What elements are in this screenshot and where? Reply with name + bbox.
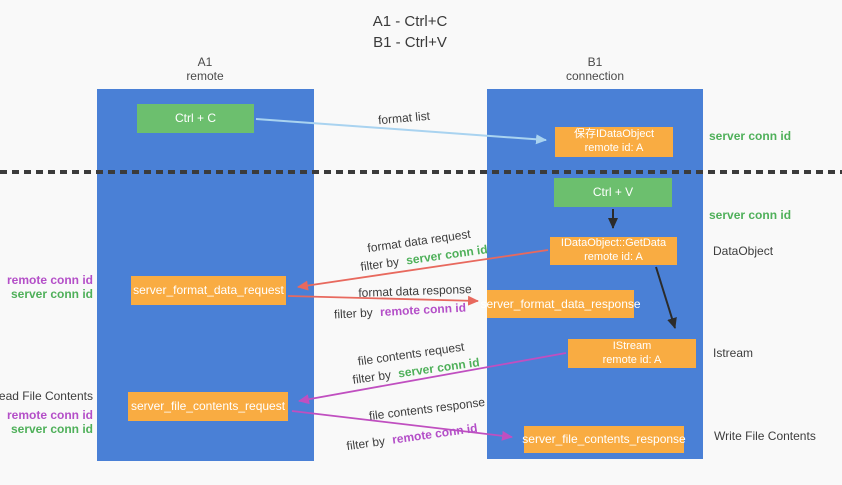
node-ctrl-c-label: Ctrl + C [174,111,216,125]
lane-header-b1: B1 connection [487,55,703,84]
node-save-idataobject: 保存IDataObject remote id: A [555,127,673,157]
lane-b1-subtitle: connection [565,69,625,84]
edge-label-filter-format-response: filter by remote conn id [334,301,467,322]
node-istream: IStream remote id: A [568,339,696,368]
server-conn-id-label: server conn id [10,421,93,436]
edge-label-format-list: format list [377,109,430,127]
node-label: server_format_data_response [480,296,641,311]
node-idataobject-getdata: IDataObject::GetData remote id: A [550,237,677,265]
filter-prefix: filter by [345,433,386,454]
node-ctrl-v-label: Ctrl + V [592,185,634,199]
read-file-contents-label: Read File Contents [0,389,93,403]
node-server-format-data-response: server_format_data_response [480,290,641,318]
lane-header-a1: A1 remote [97,55,313,84]
remote-conn-id-label: remote conn id [6,407,93,422]
node-label: server_file_contents_response [522,432,686,446]
server-conn-id-label: server conn id [10,286,93,301]
filter-prefix: filter by [351,367,392,387]
right-annotation-write-file-contents: Write File Contents [714,429,816,443]
node-line: IDataObject::GetData [560,237,667,250]
title-line-2: B1 - Ctrl+V [373,33,447,51]
right-annotation-istream: Istream [713,346,754,360]
node-label: server_format_data_request [133,283,284,297]
edge-label-filter-file-response: filter by remote conn id [346,421,479,453]
lane-a1-subtitle: remote [186,69,224,84]
edge-label-text: file contents response [368,394,486,424]
node-line: remote id: A [602,353,662,366]
diagram-title: A1 - Ctrl+C B1 - Ctrl+V [373,12,448,53]
node-ctrl-v: Ctrl + V [554,178,672,207]
node-line: 保存IDataObject [573,128,655,141]
right-annotation-dataobject: DataObject [713,244,774,258]
node-label: server_file_contents_request [130,399,286,413]
filter-prefix: filter by [359,254,400,274]
node-server-format-data-request: server_format_data_request [131,276,286,305]
filter-value-remote-conn-id: remote conn id [379,300,467,320]
title-line-1: A1 - Ctrl+C [372,13,448,30]
lane-b1-name: B1 [587,55,603,69]
right-annotation-server-conn-id-2: server conn id [709,208,792,222]
node-ctrl-c: Ctrl + C [137,104,254,133]
left-annotation-format-conn-ids: remote conn id server conn id [6,273,93,302]
edge-label-file-contents-response: file contents response [368,395,486,423]
machine-separator-dotted-line [0,170,842,174]
node-server-file-contents-request: server_file_contents_request [128,392,288,421]
node-server-file-contents-response: server_file_contents_response [522,426,686,453]
filter-value-remote-conn-id: remote conn id [391,420,479,447]
node-line: IStream [612,339,652,352]
edge-label-text: format list [377,108,431,128]
remote-conn-id-label: remote conn id [6,273,93,287]
node-line: remote id: A [584,251,643,263]
lane-a1-name: A1 [197,55,213,69]
right-annotation-server-conn-id-1: server conn id [709,129,792,143]
edge-label-format-data-response: format data response [358,282,472,300]
filter-prefix: filter by [333,305,374,322]
edge-label-text: format data response [358,282,472,300]
node-line: remote id: A [584,142,644,154]
left-annotation-read-file-contents: Read File Contents remote conn id server… [0,389,93,436]
